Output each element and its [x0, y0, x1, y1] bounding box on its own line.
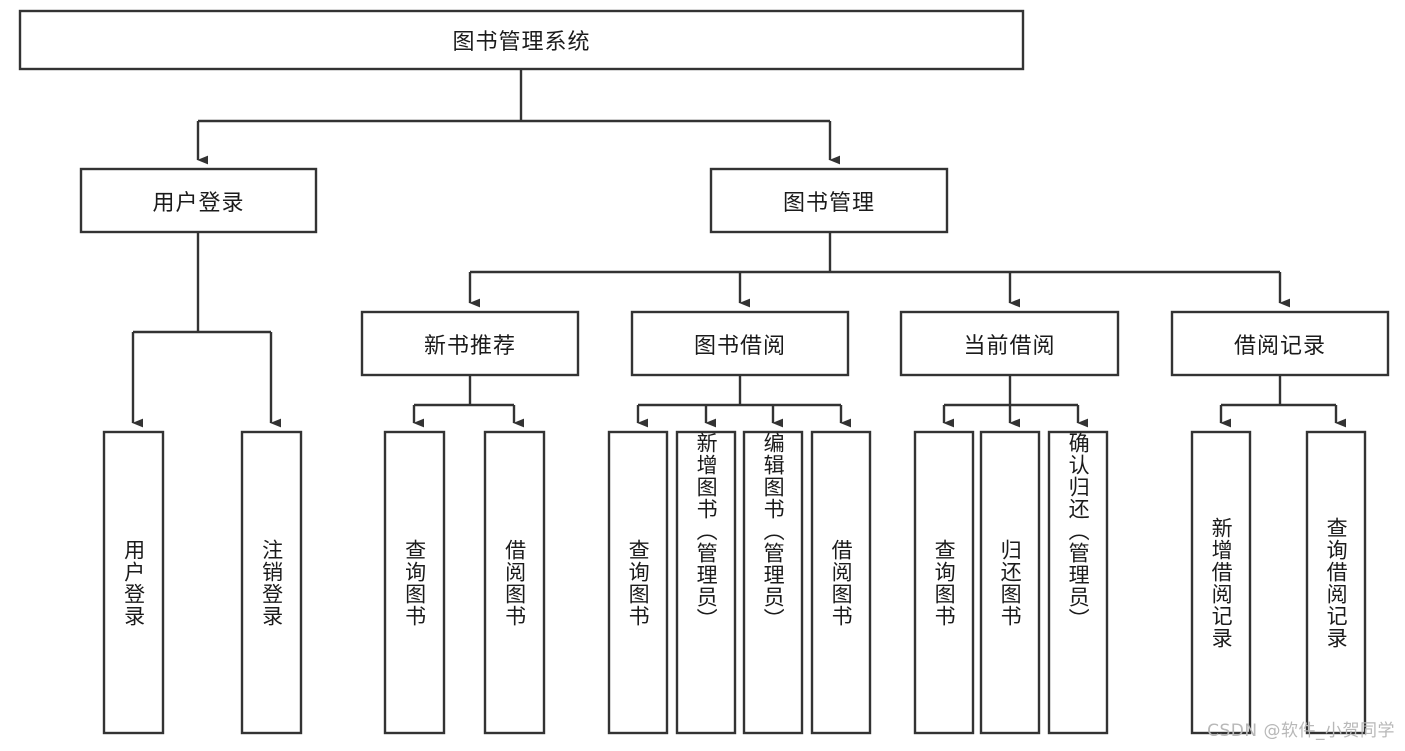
node-box-leaf-borrow-book-2[interactable]	[810, 430, 872, 735]
node-box-book-management[interactable]	[709, 167, 949, 234]
node-box-system-root[interactable]	[18, 9, 1025, 71]
node-box-new-book-recommend[interactable]	[360, 310, 580, 377]
node-box-leaf-borrow-book-1[interactable]	[483, 430, 546, 735]
node-box-borrow-record[interactable]	[1170, 310, 1390, 377]
connector-currentborrow-to-leaves	[942, 375, 1089, 428]
connector-userlogin-to-leaves	[131, 232, 282, 428]
node-box-book-borrow[interactable]	[630, 310, 850, 377]
node-box-leaf-query-book-2[interactable]	[607, 430, 669, 735]
node-box-leaf-add-book[interactable]	[675, 430, 737, 735]
node-box-user-login[interactable]	[79, 167, 318, 234]
connector-borrowrecord-to-leaves	[1219, 375, 1347, 428]
connector-newbook-to-leaves	[412, 375, 525, 428]
connector-bookborrow-to-leaves	[636, 375, 852, 428]
node-box-leaf-confirm-return[interactable]	[1047, 430, 1109, 735]
node-box-leaf-query-book-1[interactable]	[383, 430, 446, 735]
node-box-current-borrow[interactable]	[899, 310, 1120, 377]
node-box-leaf-query-book-3[interactable]	[913, 430, 975, 735]
node-box-leaf-add-record[interactable]	[1190, 430, 1252, 735]
connector-root-to-level2	[196, 69, 841, 165]
node-box-leaf-logout-login[interactable]	[240, 430, 303, 735]
node-box-leaf-return-book[interactable]	[979, 430, 1041, 735]
node-box-leaf-user-login[interactable]	[102, 430, 165, 735]
connector-bookmgmt-to-level3	[468, 232, 1291, 308]
csdn-watermark: CSDN @软件_小贺同学	[1207, 721, 1395, 741]
node-box-leaf-edit-book[interactable]	[742, 430, 804, 735]
node-box-leaf-query-record[interactable]	[1305, 430, 1367, 735]
